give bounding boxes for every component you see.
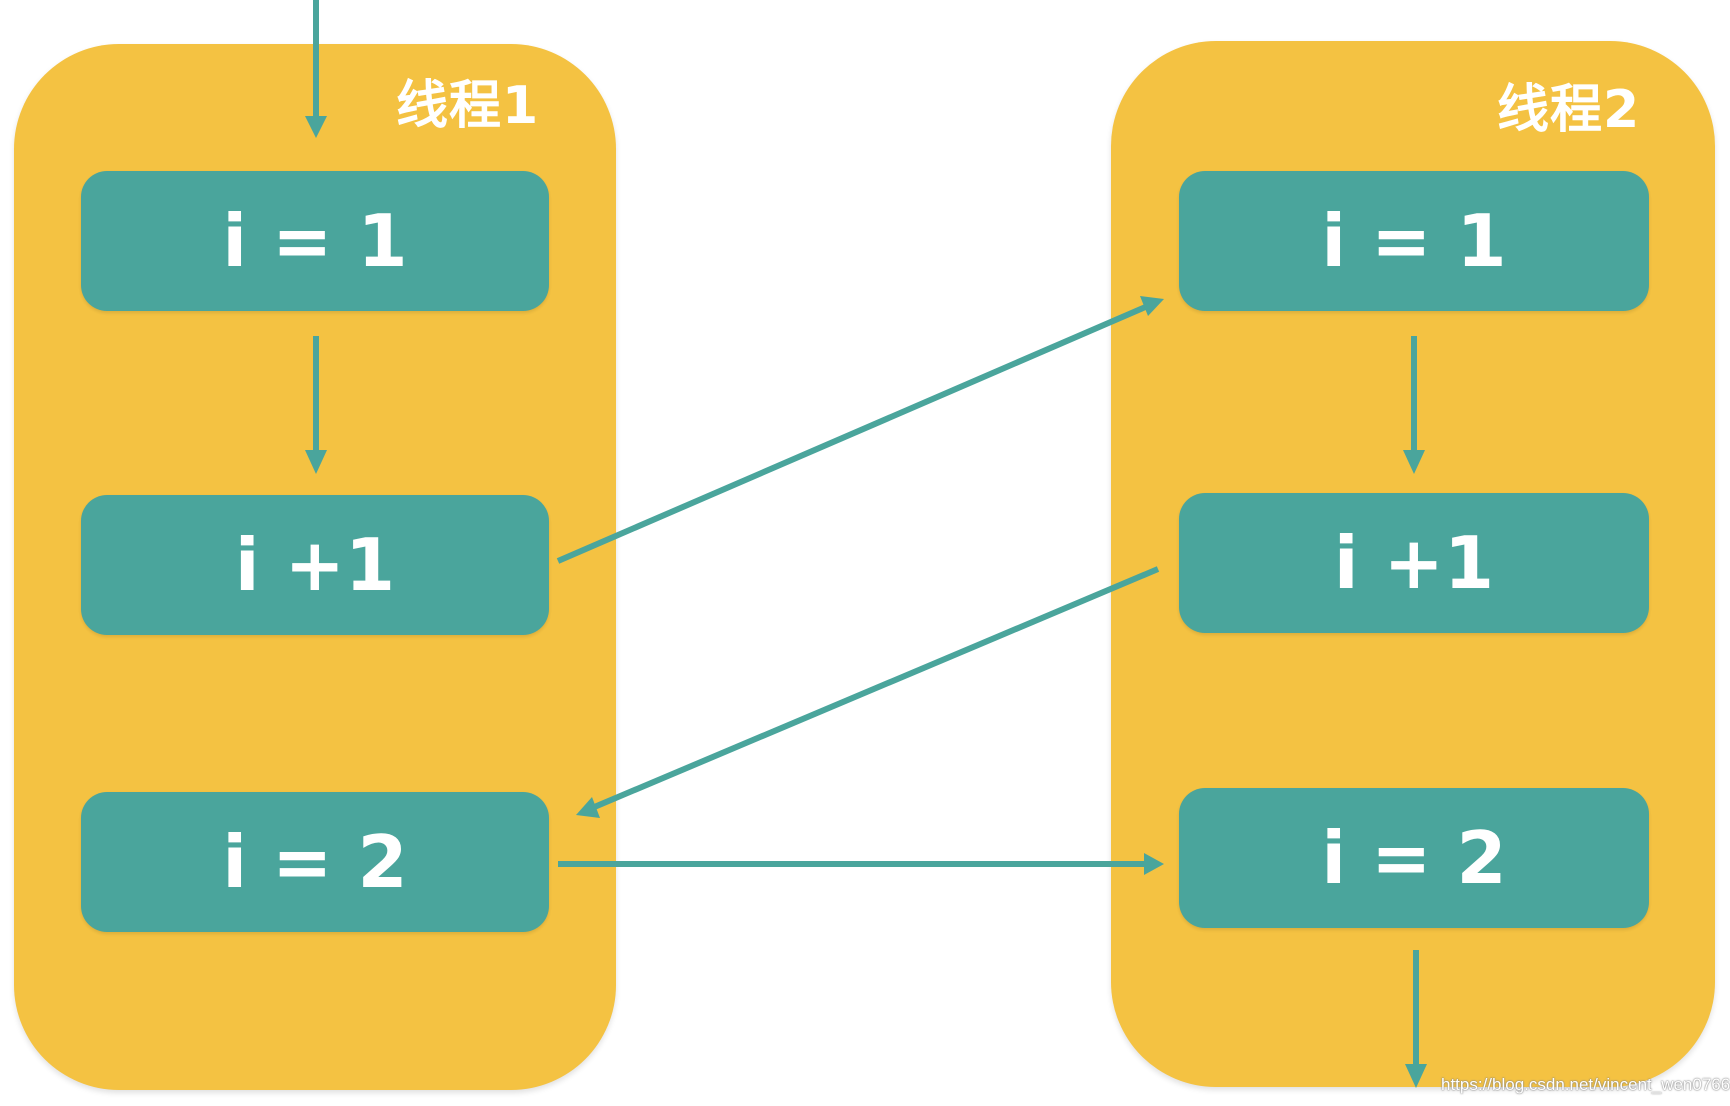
thread-1-step-init: i = 1 bbox=[81, 171, 549, 311]
thread-1-step-increment: i +1 bbox=[81, 495, 549, 635]
arrow-t2-step2-to-t1-step3 bbox=[576, 566, 1160, 818]
thread-1-label: 线程1 bbox=[396, 76, 540, 136]
arrow-t1-step3-to-t2-step3 bbox=[558, 853, 1164, 875]
thread-2-step-result: i = 2 bbox=[1179, 788, 1649, 928]
thread-2-label: 线程2 bbox=[1497, 80, 1641, 140]
arrow-t1-step2-to-t2-step1 bbox=[556, 296, 1164, 564]
source-watermark: https://blog.csdn.net/vincent_wen0766 bbox=[1441, 1075, 1730, 1094]
thread-2-step-init: i = 1 bbox=[1179, 171, 1649, 311]
thread-1-step-result: i = 2 bbox=[81, 792, 549, 932]
thread-2-step-increment: i +1 bbox=[1179, 493, 1649, 633]
